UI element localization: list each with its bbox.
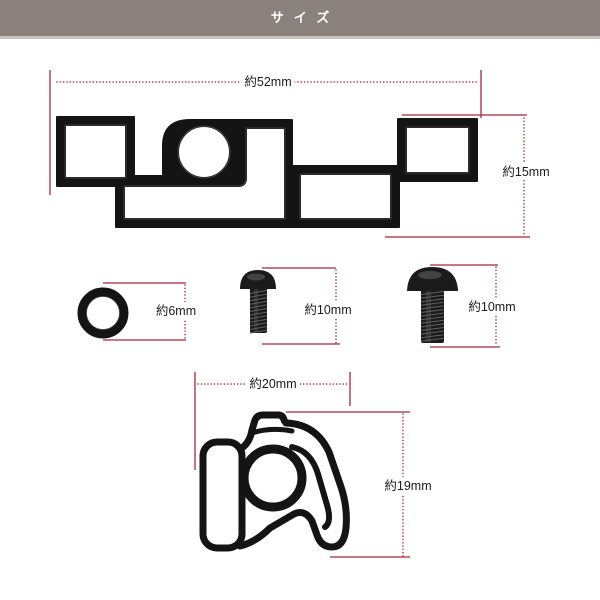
screw-thread: [420, 298, 445, 303]
small-gasket-height-label: 約19mm: [384, 478, 431, 493]
small-gasket-left-loop: [199, 438, 246, 552]
screw-thread: [420, 312, 445, 317]
screw-large: [407, 267, 458, 343]
screw-thread: [249, 304, 268, 309]
label-background: [301, 301, 355, 318]
screw-thread: [420, 327, 445, 331]
small-gasket-width-label-group: 約20mm: [246, 375, 300, 392]
small-gasket-height-dimension: 約19mm: [286, 411, 435, 558]
screw-large-head: [407, 267, 458, 291]
screw-thread: [249, 318, 268, 323]
screw-thread: [420, 319, 445, 324]
screw-thread: [420, 305, 445, 310]
screw-small-head-highlight: [247, 273, 265, 281]
large-gasket-edge: [64, 124, 470, 220]
large-gasket: [56, 116, 478, 228]
screw-thread: [249, 326, 268, 330]
screw-large-head-highlight: [418, 271, 442, 279]
label-background: [241, 73, 295, 90]
large-gasket-width-label-group: 約52mm: [241, 73, 295, 90]
screw-thread: [249, 290, 268, 294]
label-background: [152, 302, 200, 319]
screw-large-label-group: 約10mm: [465, 298, 519, 315]
screw-small: [240, 270, 276, 334]
header-title: サイズ: [270, 10, 340, 25]
small-gasket-width-label: 約20mm: [249, 376, 296, 391]
label-background: [499, 163, 553, 180]
screw-thread: [249, 297, 268, 302]
screw-thread: [249, 315, 268, 320]
o-ring-label-group: 約6mm: [152, 302, 200, 319]
screw-thread: [420, 337, 445, 342]
screw-thread: [420, 323, 445, 328]
label-background: [381, 477, 435, 494]
small-gasket-ring: [239, 444, 307, 512]
label-background: [246, 375, 300, 392]
screw-thread: [420, 291, 445, 295]
screw-thread: [420, 334, 445, 339]
screw-thread: [420, 330, 445, 335]
small-gasket-inner-strip: [289, 444, 333, 530]
header-underline: [0, 36, 600, 39]
screw-large-dimension: 約10mm: [430, 264, 519, 348]
screw-thread: [420, 294, 445, 299]
o-ring-dimension: 約6mm: [103, 282, 200, 341]
large-gasket-body: [56, 116, 478, 228]
o-ring-edge: [86, 296, 120, 330]
screw-small-dimension: 約10mm: [262, 267, 355, 345]
screw-thread: [249, 329, 268, 334]
o-ring: [77, 287, 129, 339]
large-gasket-height-label-group: 約15mm: [499, 163, 553, 180]
large-gasket-height-dimension: 約15mm: [385, 114, 553, 238]
screw-thread: [249, 308, 268, 312]
screw-thread: [249, 322, 268, 327]
screw-thread: [420, 316, 445, 321]
large-gasket-height-label: 約15mm: [502, 164, 549, 179]
o-ring-body: [77, 287, 129, 339]
small-gasket-top-edge: [249, 426, 295, 436]
size-header: サイズ: [0, 0, 600, 36]
screw-thread: [420, 301, 445, 306]
large-gasket-width-dimension: 約52mm: [49, 70, 482, 195]
screw-thread: [249, 293, 268, 298]
screw-large-length-label: 約10mm: [468, 299, 515, 314]
small-gasket: [199, 411, 350, 552]
screw-thread: [420, 309, 445, 313]
o-ring-diameter-label: 約6mm: [156, 303, 196, 318]
screw-small-threads: [249, 290, 268, 334]
small-gasket-width-dimension: 約20mm: [194, 372, 351, 470]
small-gasket-height-label-group: 約19mm: [381, 477, 435, 494]
screw-thread: [249, 300, 268, 305]
large-gasket-width-label: 約52mm: [244, 74, 291, 89]
screw-thread: [249, 311, 268, 316]
screw-large-threads: [420, 291, 445, 342]
label-background: [465, 298, 519, 315]
small-gasket-outer-strip: [236, 411, 350, 551]
screw-small-length-label: 約10mm: [304, 302, 351, 317]
screw-small-label-group: 約10mm: [301, 301, 355, 318]
